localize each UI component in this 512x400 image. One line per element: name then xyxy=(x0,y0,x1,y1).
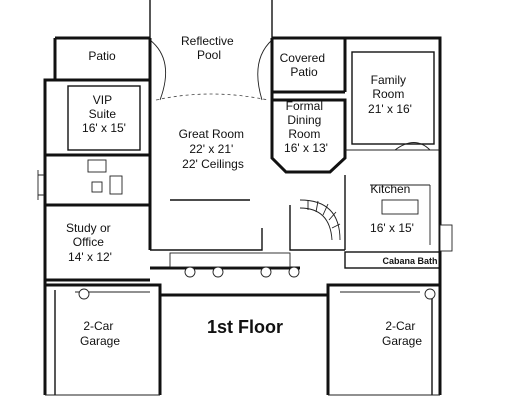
formal-dining-label: Formal Dining Room 16' x 13' xyxy=(284,99,328,155)
cabana-bath-label: Cabana Bath xyxy=(382,256,437,266)
kitchen-island xyxy=(381,199,419,215)
tub-icon xyxy=(87,159,107,173)
utility-row xyxy=(169,252,300,278)
great-room-label: Great Room 22' x 21' 22' Ceilings xyxy=(179,127,248,171)
vip-suite-label: VIP Suite 16' x 15' xyxy=(82,93,126,135)
family-room-label: Family Room 21' x 16' xyxy=(368,73,412,116)
garage-right-label: 2-Car Garage xyxy=(382,319,422,348)
covered-patio-label: Covered Patio xyxy=(280,51,329,79)
kitchen-label: Kitchen 16' x 15' xyxy=(370,182,414,235)
floor-label: 1st Floor xyxy=(207,317,283,337)
pool-outline xyxy=(149,0,273,101)
toilet-icon xyxy=(91,181,103,193)
sink-icon xyxy=(109,175,123,195)
stair-icon xyxy=(289,199,345,251)
study-label: Study or Office 14' x 12' xyxy=(66,221,114,264)
house-walls xyxy=(37,36,453,396)
patio-label: Patio xyxy=(88,49,116,63)
garage-left-label: 2-Car Garage xyxy=(80,319,120,348)
reflective-pool-label: Reflective Pool xyxy=(181,34,237,62)
